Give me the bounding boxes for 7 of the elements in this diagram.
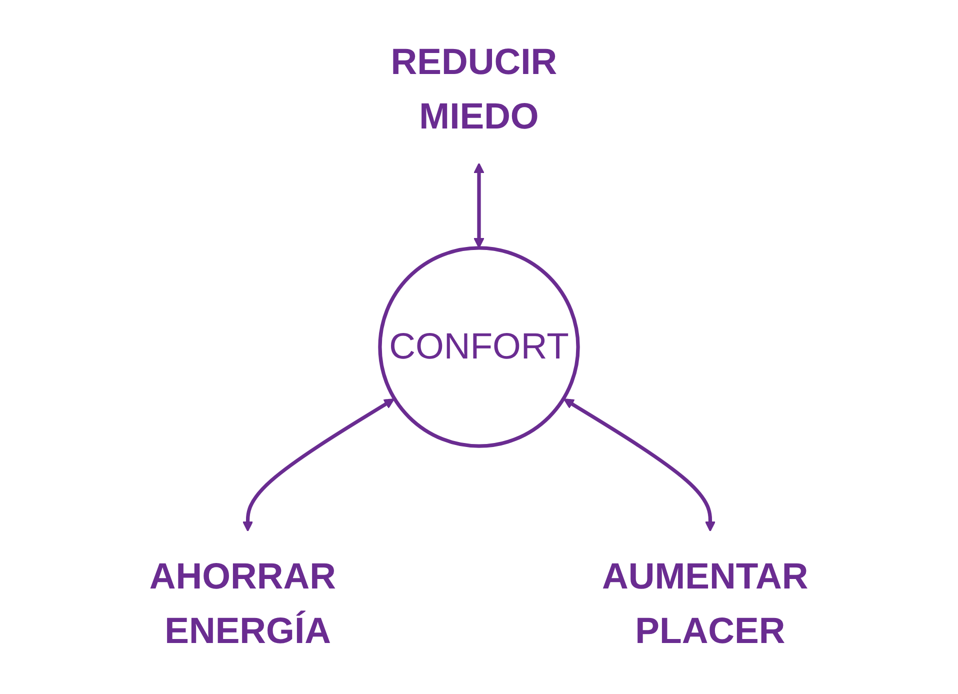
- node-text: AUMENTAR PLACER: [602, 556, 808, 652]
- arrow: [563, 398, 716, 532]
- node-text: AHORRAR ENERGÍA: [149, 556, 336, 652]
- arrow: [474, 162, 484, 248]
- node-circle: CONFORT: [378, 246, 580, 448]
- arrow: [242, 398, 395, 532]
- node-text: REDUCIR MIEDO: [390, 42, 558, 138]
